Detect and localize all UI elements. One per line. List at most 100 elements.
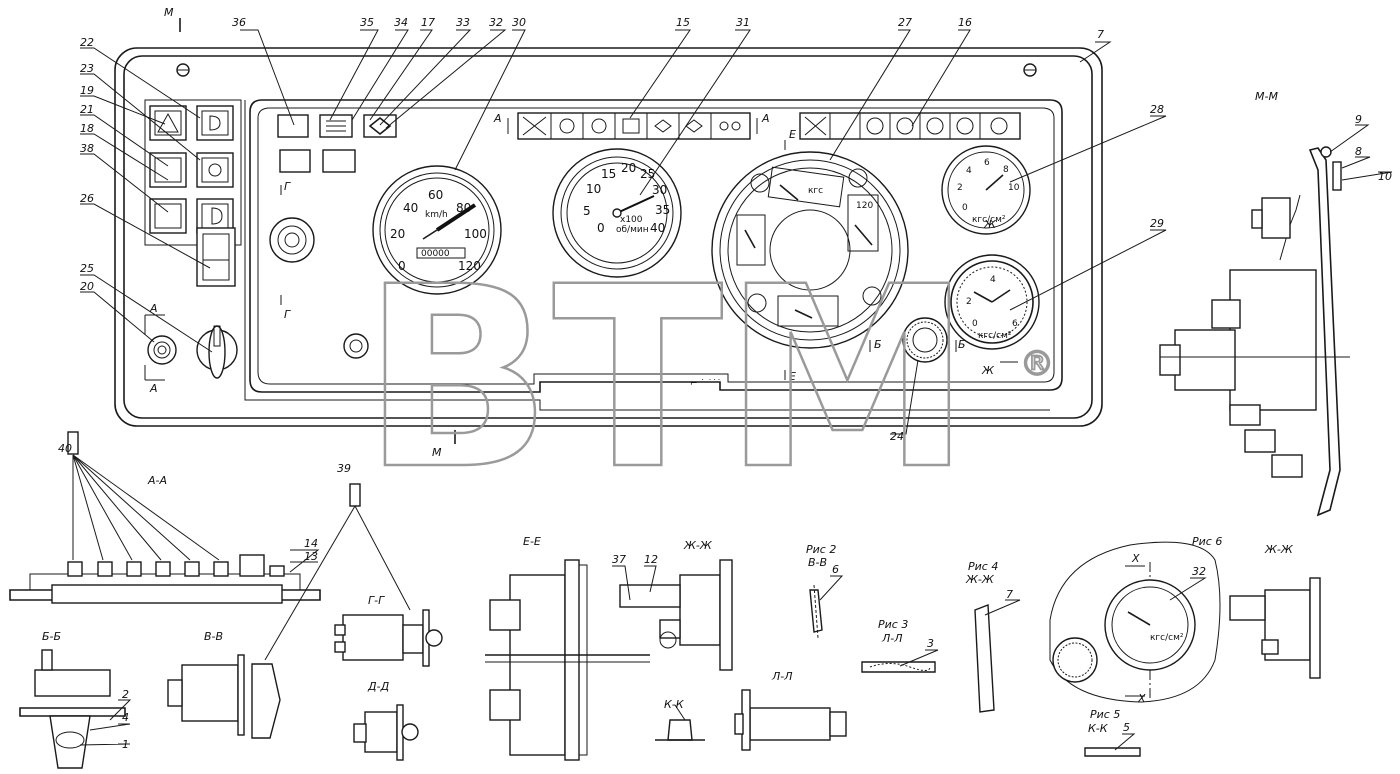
- pg-tick-4: 4: [966, 166, 972, 176]
- tach-tick-5: 5: [583, 204, 591, 218]
- cut-b-2: Б: [958, 338, 966, 351]
- section-title-bb: Б-Б: [42, 630, 61, 643]
- tach-tick-20: 20: [621, 161, 636, 175]
- callout-38: 38: [80, 142, 94, 155]
- callout-32b: 32: [1192, 565, 1206, 578]
- callout-36: 36: [232, 16, 246, 29]
- fig3: [861, 661, 936, 673]
- indicator-windows: [269, 114, 397, 359]
- cut-zh-1: Ж: [983, 218, 997, 231]
- callout-15: 15: [676, 16, 690, 29]
- callout-39: 39: [337, 462, 351, 475]
- callout-7b: 7: [1006, 588, 1013, 601]
- speedo-tick-100: 100: [464, 227, 487, 241]
- tach-tick-30: 30: [652, 183, 667, 197]
- pressure-gauge: [941, 145, 1031, 235]
- speedo-tick-20: 20: [390, 227, 405, 241]
- combination-gauge: [711, 151, 909, 349]
- leader-lines: [79, 29, 1393, 751]
- section-title-kk: К-К: [664, 698, 685, 711]
- section-title-vv: В-В: [204, 630, 223, 643]
- fig4: [974, 604, 995, 713]
- svg-text:⌐ ˙ ˙˙˙: ⌐ ˙ ˙˙˙: [690, 379, 721, 389]
- tach-unit: об/мин: [616, 225, 649, 235]
- callout-33: 33: [456, 16, 470, 29]
- section-mm: [1159, 146, 1350, 517]
- small-gauge: [944, 254, 1040, 350]
- callout-7: 7: [1097, 28, 1104, 41]
- combi-right-label: 120: [856, 201, 873, 211]
- sg-tick-2: 2: [966, 297, 972, 307]
- cut-lines: [144, 18, 1145, 697]
- cut-e-2: Е: [789, 370, 796, 383]
- section-title-dd: Д-Д: [367, 680, 390, 693]
- callout-30: 30: [512, 16, 526, 29]
- left-switch-block: [144, 99, 242, 379]
- callout-28: 28: [1150, 103, 1164, 116]
- fig2-section: В-В: [808, 556, 827, 569]
- callout-40: 40: [58, 442, 72, 455]
- speedo-tick-120: 120: [458, 259, 481, 273]
- speedometer: [372, 165, 502, 295]
- callout-2: 2: [122, 688, 129, 701]
- callout-34: 34: [394, 16, 408, 29]
- section-ee: [485, 559, 650, 761]
- section-title-mm: М-М: [1255, 90, 1278, 103]
- callout-37: 37: [612, 553, 626, 566]
- callout-21: 21: [80, 103, 94, 116]
- callout-29: 29: [1150, 217, 1164, 230]
- section-aa: [9, 431, 321, 604]
- section-title-ll: Л-Л: [771, 670, 793, 683]
- tach-tick-25: 25: [640, 167, 655, 181]
- section-bb: [19, 649, 126, 769]
- pg-tick-2: 2: [957, 183, 963, 193]
- cut-e-1: Е: [789, 128, 796, 141]
- detail-gauge-unit: кгс/см²: [1150, 633, 1184, 643]
- sg-tick-4: 4: [990, 275, 996, 285]
- cut-x-2: Х: [1137, 692, 1146, 705]
- cut-a-left-2: А: [149, 382, 158, 395]
- callout-26: 26: [80, 192, 94, 205]
- callout-6: 6: [832, 563, 839, 576]
- pg-tick-6: 6: [984, 158, 990, 168]
- sg-tick-0: 0: [972, 319, 978, 329]
- callout-18: 18: [80, 122, 94, 135]
- tach-tick-0: 0: [597, 221, 605, 235]
- callout-31: 31: [736, 16, 750, 29]
- section-vv: [167, 483, 411, 739]
- tach-tick-15: 15: [601, 167, 616, 181]
- section-title-zhzh: Ж-Ж: [683, 539, 713, 552]
- cut-a-top-1: А: [493, 112, 502, 125]
- callout-19: 19: [80, 84, 94, 97]
- tach-mult: x100: [620, 215, 643, 225]
- cut-a-top-2: А: [761, 112, 770, 125]
- fig6: [1049, 541, 1221, 703]
- fig5-title: Рис 5: [1090, 708, 1120, 721]
- cut-zh-2: Ж: [981, 364, 995, 377]
- instrument-panel: ⌐ ˙ ˙˙˙: [114, 47, 1103, 427]
- sg-unit: кгс/см²: [978, 331, 1012, 341]
- callout-25: 25: [80, 262, 94, 275]
- section-kk: [655, 704, 705, 741]
- cut-b-1: Б: [874, 338, 882, 351]
- fig5: [1084, 747, 1141, 757]
- cut-m-bottom: М: [432, 446, 442, 459]
- section-dd: [353, 704, 419, 761]
- speedo-tick-40: 40: [403, 201, 418, 215]
- combi-top-label: кгс: [808, 186, 823, 196]
- callout-27: 27: [898, 16, 912, 29]
- callout-13: 13: [304, 550, 318, 563]
- cut-g-2: Г: [284, 308, 291, 321]
- fig2-title: Рис 2: [806, 543, 836, 556]
- cut-x-1: Х: [1131, 552, 1140, 565]
- cut-m-top: М: [164, 6, 174, 19]
- pg-tick-8: 8: [1003, 165, 1009, 175]
- callout-10: 10: [1378, 170, 1392, 183]
- speedo-odometer: 00000: [421, 249, 450, 259]
- watermark-reg: ®: [1020, 344, 1054, 384]
- callout-20: 20: [80, 280, 94, 293]
- pg-unit: кгс/см²: [972, 215, 1006, 225]
- callout-17: 17: [421, 16, 435, 29]
- cut-g-1: Г: [284, 180, 291, 193]
- callout-1: 1: [122, 738, 129, 751]
